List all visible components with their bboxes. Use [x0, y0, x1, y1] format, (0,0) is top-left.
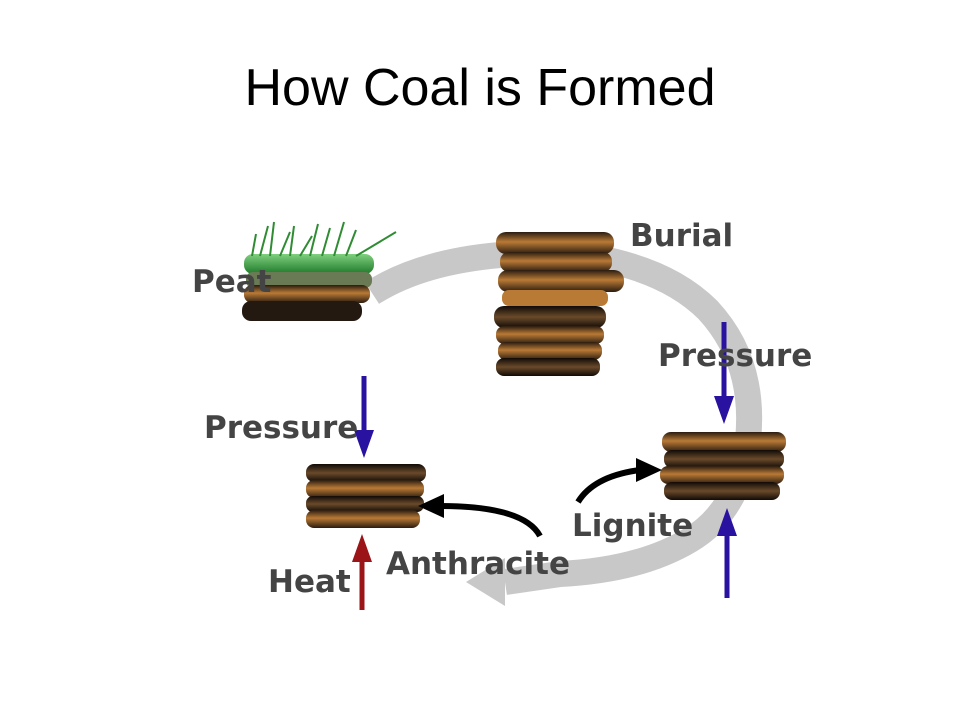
process-arrow-to-anthracite [418, 494, 543, 538]
label-pressure-left: Pressure [204, 410, 358, 446]
label-burial: Burial [630, 218, 733, 254]
pressure-arrow-bottom-right [717, 508, 737, 598]
heat-arrow [352, 534, 372, 610]
pressure-arrow-left [354, 376, 374, 458]
label-peat: Peat [192, 264, 272, 300]
page-title: How Coal is Formed [244, 59, 716, 117]
pressure-arrow-right [714, 322, 734, 424]
peat-layers [242, 254, 374, 321]
lignite-layers [660, 432, 786, 500]
label-lignite: Lignite [572, 508, 693, 544]
label-anthracite: Anthracite [386, 546, 570, 582]
process-arrow-to-lignite [575, 458, 662, 504]
label-heat: Heat [268, 564, 351, 600]
anthracite-layers [306, 464, 426, 528]
peat-grass [251, 221, 397, 257]
cycle-arrow [364, 239, 763, 606]
burial-layers [494, 232, 624, 376]
label-pressure-right: Pressure [658, 338, 812, 374]
